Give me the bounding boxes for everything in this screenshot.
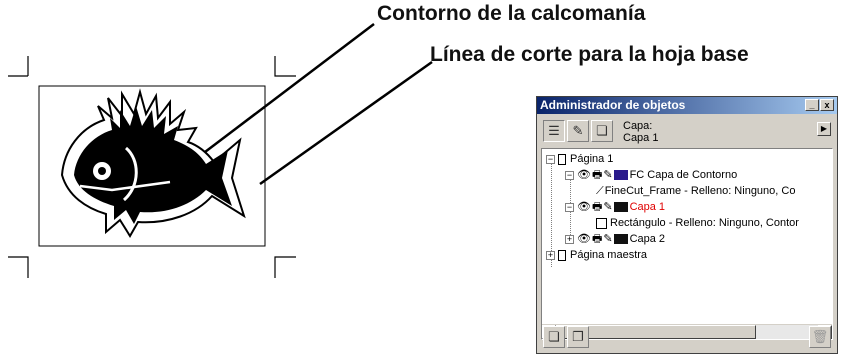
callout-line-cut [259, 60, 433, 186]
cut-line-callout: Línea de corte para la hoja base [430, 43, 749, 66]
eye-icon[interactable]: 👁 [577, 233, 591, 246]
crop-marks [8, 56, 296, 278]
page-icon [558, 249, 566, 261]
new-master-layer-icon[interactable]: ❐ [567, 326, 589, 348]
fish-sticker [60, 88, 246, 238]
show-properties-icon[interactable]: ☰ [543, 120, 565, 142]
layer-color-swatch [613, 170, 628, 181]
tree-connector [551, 163, 552, 267]
layer-color-swatch [613, 202, 628, 213]
current-layer-indicator: Capa: Capa 1 [623, 120, 658, 144]
new-layer-icon[interactable]: ❏ [543, 326, 565, 348]
pencil-icon[interactable]: ✎ [603, 233, 613, 246]
tree-item-page-1[interactable]: − Página 1 [546, 151, 613, 167]
layer-2-label: Capa 2 [629, 233, 666, 245]
collapse-icon[interactable]: − [565, 201, 574, 212]
pencil-icon[interactable]: ✎ [603, 201, 613, 214]
object-manager-window: Administrador de objetos _ x ☰ ✎ ❏ Capa:… [536, 96, 838, 354]
layer-manager-view-icon[interactable]: ❏ [591, 120, 613, 142]
expand-icon[interactable]: + [546, 249, 555, 260]
page-icon [558, 153, 566, 165]
tree-item-layer-2[interactable]: +👁🖶✎ Capa 2 [565, 231, 665, 247]
tree-item-rectangle[interactable]: Rectángulo - Relleno: Ninguno, Contor [596, 215, 799, 231]
master-page-label: Página maestra [570, 249, 648, 261]
trash-icon[interactable]: 🗑 [809, 326, 831, 348]
tree-item-layer-1[interactable]: −👁🖶✎ Capa 1 [565, 199, 665, 215]
edit-across-layers-icon[interactable]: ✎ [567, 120, 589, 142]
callout-line-outline [204, 23, 375, 153]
rectangle-label: Rectángulo - Relleno: Ninguno, Contor [610, 217, 799, 229]
rectangle-icon [596, 217, 607, 229]
object-manager-footer: ❏ ❐ 🗑 [541, 326, 833, 350]
pencil-icon[interactable]: ✎ [603, 169, 613, 182]
printer-icon[interactable]: 🖶 [591, 201, 603, 214]
window-title: Administrador de objetos [540, 98, 686, 112]
expand-icon[interactable]: + [565, 233, 574, 244]
page-1-label: Página 1 [570, 153, 614, 165]
layer-color-swatch [613, 234, 628, 245]
object-manager-toolbar: ☰ ✎ ❏ Capa: Capa 1 ▶ [541, 118, 833, 146]
curve-icon: ⟋ [596, 185, 604, 198]
collapse-icon[interactable]: − [565, 169, 574, 180]
collapse-icon[interactable]: − [546, 153, 555, 164]
eye-icon[interactable]: 👁 [577, 201, 591, 214]
eye-icon[interactable]: 👁 [577, 169, 591, 182]
finecut-frame-label: FineCut_Frame - Relleno: Ninguno, Co [604, 185, 796, 197]
tree-item-master-page[interactable]: + Página maestra [546, 247, 647, 263]
printer-icon[interactable]: 🖶 [591, 169, 603, 182]
tree-item-finecut-frame[interactable]: ⟋FineCut_Frame - Relleno: Ninguno, Co [596, 183, 795, 199]
decal-outline-callout: Contorno de la calcomanía [377, 2, 646, 25]
close-button[interactable]: x [820, 99, 834, 111]
fc-layer-label: FC Capa de Contorno [629, 169, 738, 181]
tree-item-fc-layer[interactable]: −👁🖶✎ FC Capa de Contorno [565, 167, 737, 183]
printer-icon[interactable]: 🖶 [591, 233, 603, 246]
minimize-button[interactable]: _ [805, 99, 819, 111]
chevron-right-icon[interactable]: ▶ [817, 122, 831, 136]
layer-1-label: Capa 1 [629, 201, 666, 213]
layer-label: Capa: [623, 120, 653, 132]
object-tree: −Página 1 −👁🖶✎FC Capa de Contorno ⟋FineC… [541, 148, 833, 340]
window-title-bar: Administrador de objetos _ x [537, 97, 837, 114]
layer-name: Capa 1 [623, 132, 659, 144]
